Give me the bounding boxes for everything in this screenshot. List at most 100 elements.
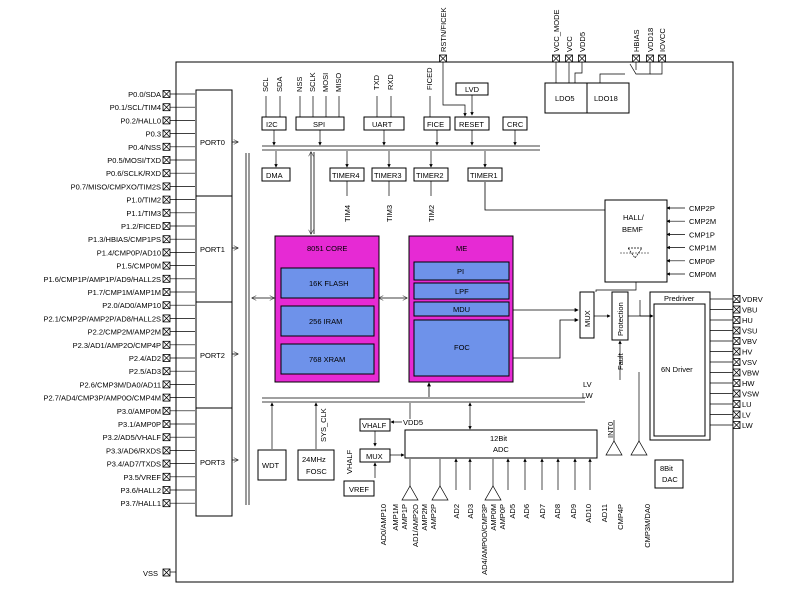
left-pin-box [162,499,171,508]
svg-text:TIMER2: TIMER2 [416,171,444,180]
left-pin-label: P2.0/AD0/AMP10 [102,301,161,310]
right-pin-box [732,358,741,366]
core-8051: 8051 CORE 16K FLASH 256 IRAM 768 XRAM [274,235,380,383]
sys-clk-label: SYS_CLK [319,408,328,442]
svg-text:FOC: FOC [454,343,470,352]
bottom-pin-label: AMP1M [391,504,400,531]
svg-text:WDT: WDT [262,461,279,470]
bottom-pin-label: AMP2M [420,504,429,531]
left-pin-label: P1.5/CMP0M [116,262,161,271]
left-pin-box [162,274,171,283]
right-pin-box [732,379,741,387]
pin-ficed: FICED [425,67,434,90]
left-pin-label: P0.0/SDA [128,90,161,99]
right-pin-box [732,295,741,303]
left-pin-box [162,393,171,402]
left-pin-label: P0.2/HALL0 [121,116,161,125]
pin-mosi: MOSI [321,73,330,92]
svg-text:6N Driver: 6N Driver [661,365,693,374]
svg-text:VREF: VREF [349,485,369,494]
cmp-pin-label: CMP1P [689,230,715,239]
right-pin-label: HW [742,379,755,388]
pin-nss: NSS [295,77,304,92]
right-pin-label: VSV [742,358,757,367]
right-pin-label: LW [742,421,754,430]
port2-label: PORT2 [200,351,225,360]
left-pin-box [162,116,171,125]
svg-text:MDU: MDU [453,305,470,314]
amp-triangles [401,372,648,501]
right-pin-label: LU [742,400,752,409]
internal-bus [245,145,585,505]
left-pin-box [162,235,171,244]
mux2-block: MUX VHALF [345,448,405,478]
bottom-pin-label: AD9 [569,504,578,519]
dac-block: 8Bit DAC [654,459,684,489]
left-pin-box [162,288,171,296]
right-pin-label: VBW [742,369,760,378]
left-pin-label: P2.1/CMP2P/AMP2P/AD8/HALL2S [43,314,161,323]
bottom-pin-label: AD8 [553,504,562,519]
svg-text:LPF: LPF [455,287,469,296]
left-pin-box [162,90,171,98]
svg-text:8Bit: 8Bit [660,464,674,473]
left-pin-box [162,433,171,442]
left-pin-label: P2.2/CMP2M/AMP2M [88,328,161,337]
svg-text:24MHz: 24MHz [302,455,326,464]
left-pin-box [162,222,171,230]
left-pin-box [162,103,171,112]
right-pin-label: HU [742,316,753,325]
svg-text:FICE: FICE [427,120,444,129]
port-blocks: PORT0 PORT1 PORT2 PORT3 [195,89,238,517]
adc-input-lines [454,458,592,490]
svg-text:CRC: CRC [507,120,524,129]
vss-pin: VSS [143,568,176,578]
left-pin-label: P3.0/AMP0M [117,407,161,416]
top-pin-box [552,54,560,63]
adc-block: 12Bit ADC [404,402,598,459]
left-pin-label: P3.3/AD6/RXDS [106,446,161,455]
left-pin-label: P3.7/HALL1 [121,499,161,508]
pin-tim4: TIM4 [343,205,352,222]
pin-txd: TXD [372,74,381,90]
svg-text:MUX: MUX [366,452,383,461]
left-pin-label: P0.4/NSS [128,143,161,152]
right-pin-box [732,368,741,377]
left-pin-label: P0.1/SCL/TIM4 [110,103,161,112]
lvd-block: LVD [455,82,489,116]
bottom-pin-label: AMP0M [489,504,498,531]
left-pin-box [162,327,171,336]
predriver-block: Predriver 6N Driver [649,291,711,441]
svg-text:TIMER1: TIMER1 [470,171,498,180]
left-pin-label: P3.4/AD7/TXDS [107,460,161,469]
top-pin-label: HBIAS [632,29,641,52]
left-pin-box [162,182,171,191]
port0-label: PORT0 [200,138,225,147]
svg-text:Predriver: Predriver [664,294,695,303]
top-pin-box [565,54,573,63]
vhalf-pin-label: VHALF [345,449,354,474]
bottom-pin-label: CMP4P [616,504,625,530]
left-pin-label: P1.7/CMP1M/AMP1M [88,288,161,297]
cmp-pin-label: CMP1M [689,244,716,253]
left-pin-label: P2.3/AD1/AMP2O/CMP4P [73,341,161,350]
svg-text:LDO5: LDO5 [555,94,575,103]
left-pin-group: P0.0/SDAP0.1/SCL/TIM4P0.2/HALL0P0.3P0.4/… [43,90,195,508]
bottom-pin-label: AD2 [452,504,461,519]
bottom-pin-label: AD10 [584,504,593,523]
port3-label: PORT3 [200,458,225,467]
svg-text:SPI: SPI [313,120,325,129]
right-pin-box [732,316,741,324]
crc-block: CRC [502,116,528,131]
wdt-block: WDT [257,402,287,481]
protection-block: Protection Fault [611,291,650,380]
i2c-block: I2C SCL SDA [261,77,287,131]
right-pin-label: VSU [742,327,757,336]
left-pin-box [162,208,171,217]
right-pin-box [732,347,741,356]
osc-block: 24MHz FOSC SYS_CLK [297,402,335,481]
